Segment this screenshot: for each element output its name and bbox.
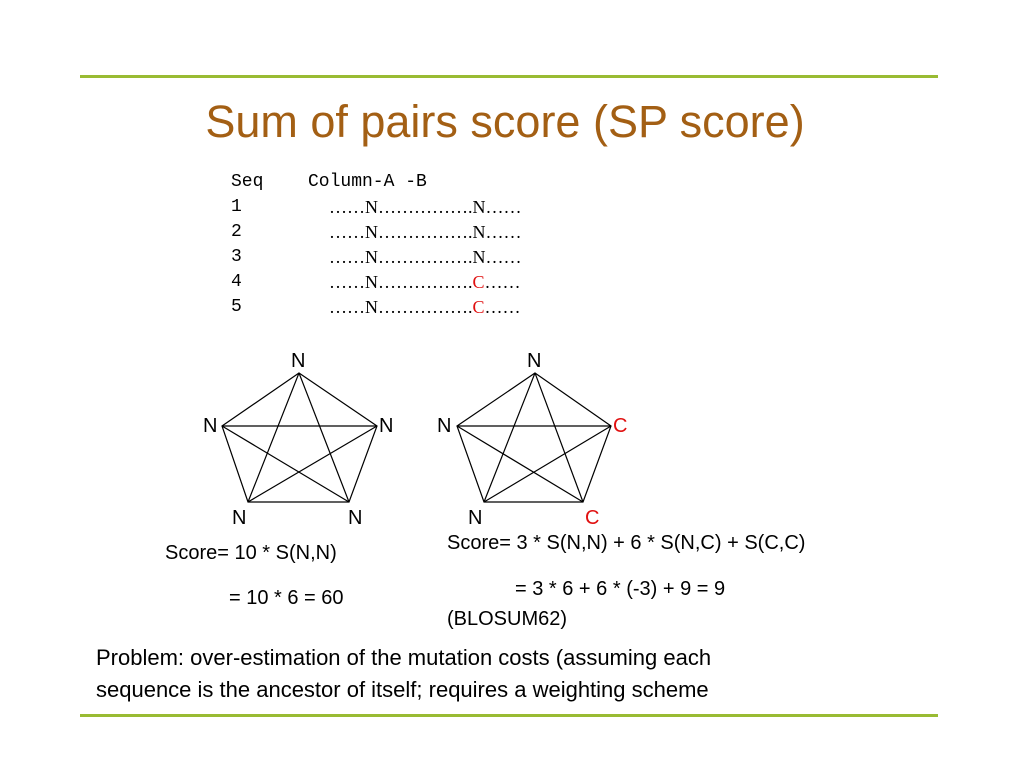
score-2-formula: Score= 3 * S(N,N) + 6 * S(N,C) + S(C,C): [447, 532, 806, 554]
sequence-table: Seq Column-A -B 1 ……N…………….N…… 2 ……N……………: [231, 172, 522, 322]
node-label: N: [437, 415, 452, 437]
pair-edge: [247, 425, 378, 503]
problem-statement: Problem: over-estimation of the mutation…: [96, 642, 711, 706]
column-b-residue: C: [472, 272, 485, 292]
row-number: 4: [231, 272, 242, 292]
score-1-formula: Score= 10 * S(N,N): [165, 542, 337, 564]
row-residues: ……N…………….C……: [329, 297, 521, 317]
node-label: N: [379, 415, 394, 437]
pentagon-outline: [456, 372, 612, 503]
node-label: N: [468, 507, 483, 529]
row-residues: ……N…………….N……: [329, 247, 522, 267]
pair-edge: [456, 425, 584, 503]
pair-edge: [534, 372, 584, 503]
table-header: Seq Column-A -B: [231, 172, 427, 197]
problem-line-2: sequence is the ancestor of itself; requ…: [96, 677, 709, 702]
slide-title: Sum of pairs score (SP score): [205, 96, 805, 147]
matrix-note: (BLOSUM62): [447, 608, 568, 630]
problem-line-1: Problem: over-estimation of the mutation…: [96, 645, 712, 670]
pair-edge: [298, 372, 350, 503]
column-b-residue: N: [472, 247, 486, 267]
node-label: N: [232, 507, 247, 529]
row-number: 3: [231, 247, 242, 267]
table-row: 2 ……N…………….N……: [231, 222, 522, 247]
row-residues: ……N…………….N……: [329, 222, 522, 242]
row-number: 2: [231, 222, 242, 242]
header-columns: Column-A -B: [308, 172, 427, 192]
pair-edge: [483, 372, 536, 503]
score-2-result: = 3 * 6 + 6 * (-3) + 9 = 9: [515, 578, 726, 600]
bottom-divider: [80, 714, 938, 717]
pair-edge: [483, 425, 612, 503]
score-1-result: = 10 * 6 = 60: [229, 587, 344, 609]
pair-edge: [247, 372, 300, 503]
header-seq: Seq: [231, 172, 264, 192]
node-label: N: [527, 350, 542, 372]
node-label: N: [348, 507, 363, 529]
table-row: 5 ……N…………….C……: [231, 297, 521, 322]
node-label: N: [291, 350, 306, 372]
pentagon-graph-1: [221, 372, 378, 503]
node-label: C: [613, 415, 628, 437]
node-label: C: [585, 507, 600, 529]
column-b-residue: N: [472, 197, 486, 217]
row-residues: ……N…………….C……: [329, 272, 521, 292]
column-b-residue: N: [472, 222, 486, 242]
table-row: 3 ……N…………….N……: [231, 247, 522, 272]
table-row: 1 ……N…………….N……: [231, 197, 522, 222]
pentagon-graph-2: [456, 372, 612, 503]
row-number: 5: [231, 297, 242, 317]
table-row: 4 ……N…………….C……: [231, 272, 521, 297]
row-number: 1: [231, 197, 242, 217]
pentagon-outline: [221, 372, 378, 503]
column-b-residue: C: [472, 297, 485, 317]
pair-edge: [221, 425, 350, 503]
row-residues: ……N…………….N……: [329, 197, 522, 217]
top-divider: [80, 75, 938, 78]
node-label: N: [203, 415, 218, 437]
